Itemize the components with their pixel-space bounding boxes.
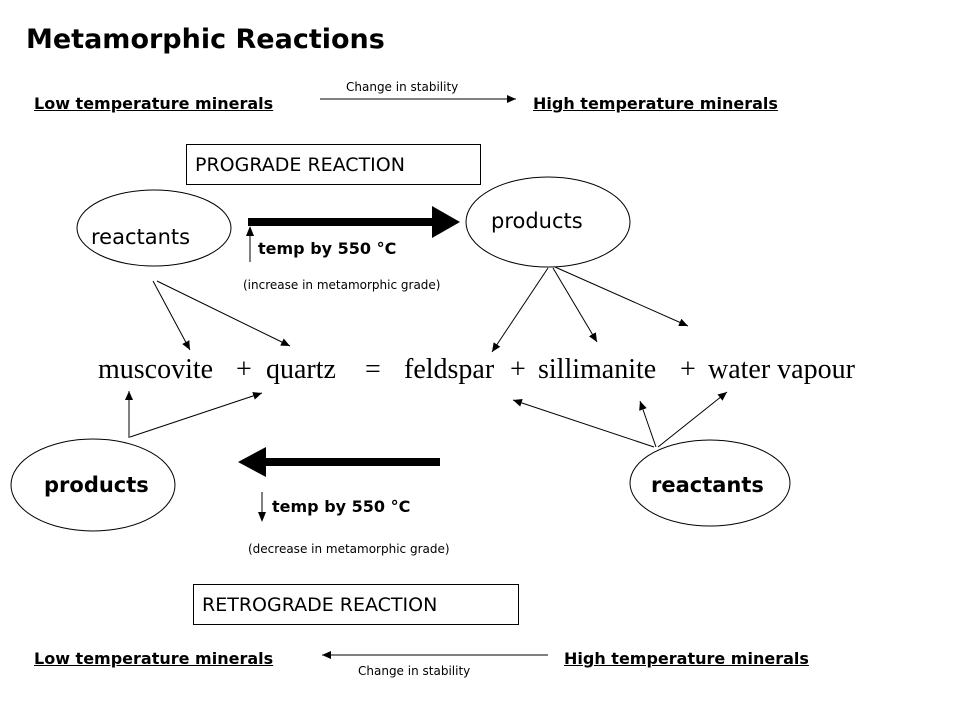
retro-products-to-quartz-arrow xyxy=(129,392,263,438)
retrograde-reaction-box: RETROGRADE REACTION xyxy=(193,584,519,625)
prograde-temp-label: temp by 550 °C xyxy=(258,239,397,258)
prograde-products-oval xyxy=(465,176,631,268)
eq-water-vapour: water vapour xyxy=(708,354,855,385)
products-to-sillimanite-arrow xyxy=(552,267,598,343)
temperature-down-arrow xyxy=(258,492,266,522)
prograde-reactants-oval xyxy=(76,189,232,267)
retrograde-temp-label: temp by 550 °C xyxy=(272,497,411,516)
retrograde-grade-note: (decrease in metamorphic grade) xyxy=(248,542,450,556)
reactants-to-muscovite-arrow xyxy=(152,280,191,351)
prograde-thick-arrow xyxy=(248,206,460,238)
prograde-high-temp-label: High temperature minerals xyxy=(533,94,778,113)
retrograde-stability-label: Change in stability xyxy=(358,664,471,678)
prograde-grade-note: (increase in metamorphic grade) xyxy=(243,278,441,292)
products-to-feldspar-arrow xyxy=(491,267,549,353)
retrograde-reaction-label: RETROGRADE REACTION xyxy=(202,593,438,616)
retrograde-products-oval xyxy=(10,438,176,532)
eq-plus-2: + xyxy=(510,354,526,385)
eq-plus-3: + xyxy=(680,354,696,385)
temperature-up-arrow xyxy=(246,226,254,262)
retro-reactants-to-sillimanite-arrow xyxy=(639,400,657,448)
retrograde-low-temp-label: Low temperature minerals xyxy=(34,649,274,668)
products-to-water-arrow xyxy=(554,266,689,327)
retro-reactants-to-water-arrow xyxy=(657,391,728,448)
eq-feldspar: feldspar xyxy=(404,354,495,385)
eq-equals: = xyxy=(365,354,381,385)
prograde-stability-label: Change in stability xyxy=(346,80,459,94)
prograde-reaction-box: PROGRADE REACTION xyxy=(186,144,481,185)
retrograde-reactants-label: reactants xyxy=(651,473,764,497)
retrograde-products-label: products xyxy=(44,473,149,497)
prograde-low-temp-label: Low temperature minerals xyxy=(34,94,274,113)
eq-muscovite: muscovite xyxy=(98,354,214,385)
page-title: Metamorphic Reactions xyxy=(26,24,385,55)
prograde-reactants-label: reactants xyxy=(91,225,191,249)
prograde-products-label: products xyxy=(491,209,583,233)
retrograde-thick-arrow xyxy=(238,447,440,477)
prograde-reaction-label: PROGRADE REACTION xyxy=(195,153,405,176)
retro-reactants-to-feldspar-arrow xyxy=(512,399,655,448)
eq-quartz: quartz xyxy=(266,354,336,385)
eq-sillimanite: sillimanite xyxy=(538,354,657,385)
eq-plus-1: + xyxy=(236,354,252,385)
reactants-to-quartz-arrow xyxy=(156,280,291,347)
retrograde-reactants-oval xyxy=(629,439,791,527)
retrograde-high-temp-label: High temperature minerals xyxy=(564,649,809,668)
